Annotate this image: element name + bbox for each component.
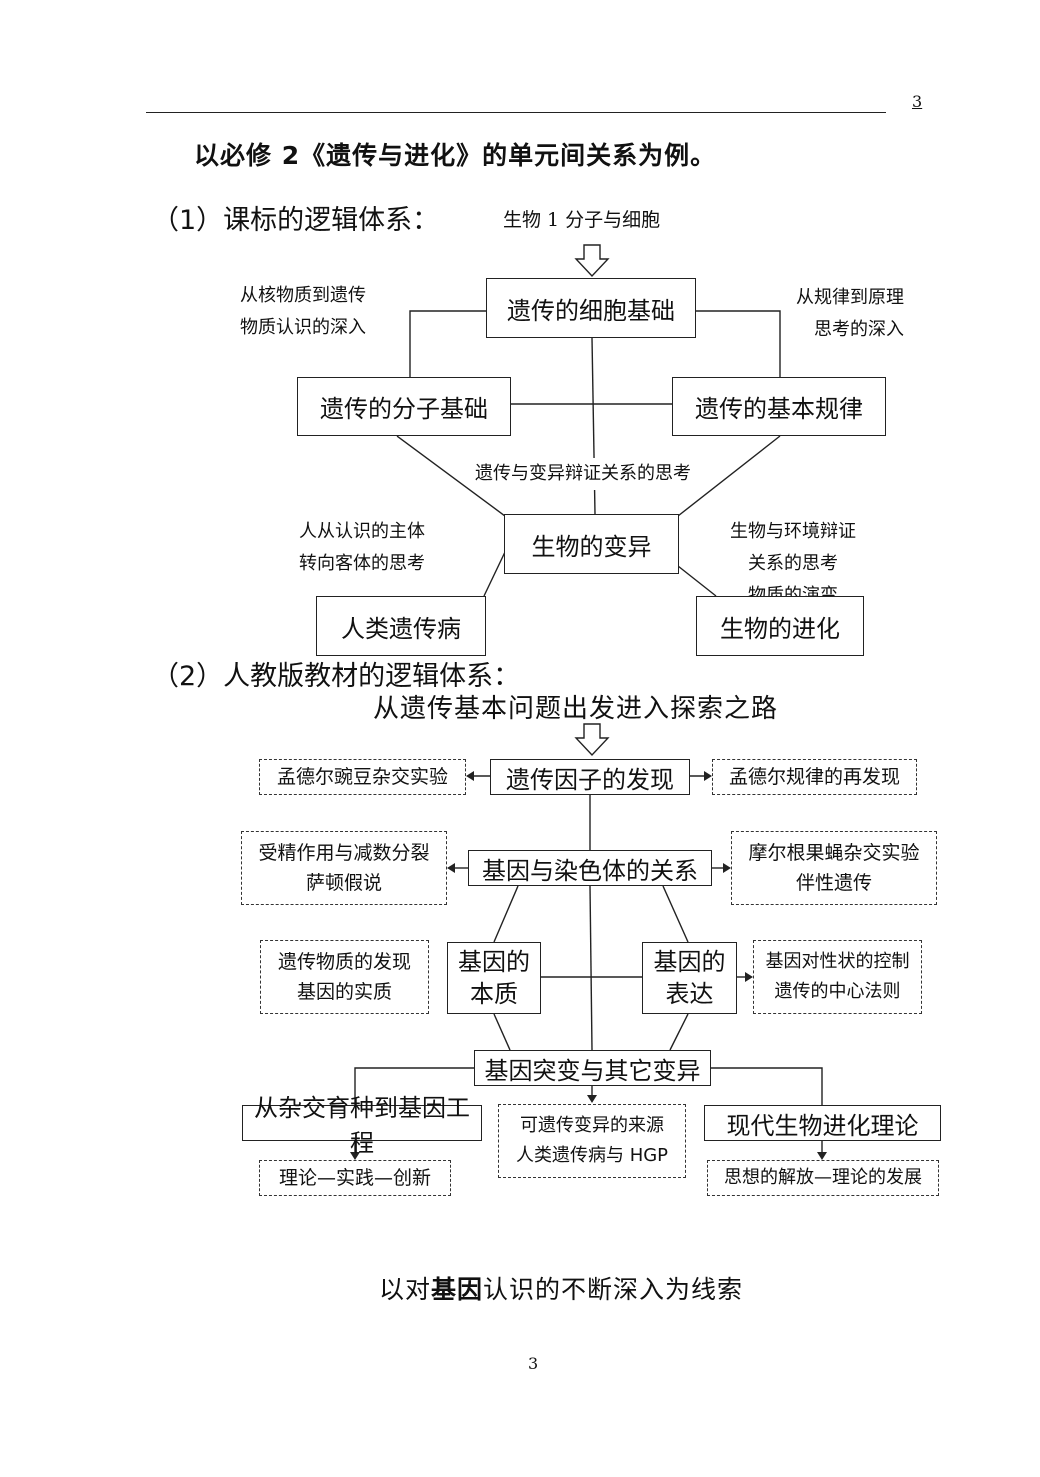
page-number-top: 3 [912,92,923,111]
node-evolution-theory: 现代生物进化理论 [704,1105,941,1141]
node-gene-chromosome: 基因与染色体的关系 [468,850,712,886]
node-mutation: 基因突变与其它变异 [474,1050,711,1086]
box-morgan: 摩尔根果蝇杂交实验 伴性遗传 [731,831,937,905]
conclusion-prefix: 以对 [379,1275,432,1304]
page-number-bottom: 3 [528,1354,539,1373]
conclusion-suffix: 认识的不断深入为线索 [483,1275,744,1304]
box-mendel-pea: 孟德尔豌豆杂交实验 [259,759,466,795]
node-variation: 生物的变异 [504,514,679,574]
node-gene-expression: 基因的 表达 [642,942,737,1014]
box-mendel-rediscovery: 孟德尔规律的再发现 [712,759,917,795]
box-genetic-material: 遗传物质的发现 基因的实质 [260,940,429,1014]
node-evolution: 生物的进化 [696,596,864,656]
section2-heading: （2）人教版教材的逻辑体系： [152,661,521,692]
annotation-left-bottom: 人从认识的主体 转向客体的思考 [299,521,425,574]
box-theory-practice: 理论—实践—创新 [259,1160,451,1196]
box-variation-source: 可遗传变异的来源 人类遗传病与 HGP [498,1104,686,1178]
node-basic-laws: 遗传的基本规律 [672,377,886,436]
node-breeding: 从杂交育种到基因工程 [242,1094,482,1157]
annotation-middle: 遗传与变异辩证关系的思考 [475,458,691,490]
node-factor-discovery: 遗传因子的发现 [490,759,690,795]
annotation-right-bottom: 生物与环境辩证 关系的思考 物质的演变 [730,521,856,596]
section1-heading: （1）课标的逻辑体系： [152,205,440,236]
header-rule [146,112,886,113]
section1-top-label: 生物 1 分子与细胞 [503,209,661,231]
node-molecular-basis: 遗传的分子基础 [297,377,511,436]
box-fertilization: 受精作用与减数分裂 萨顿假说 [241,831,447,905]
box-gene-control: 基因对性状的控制 遗传的中心法则 [753,940,922,1014]
section2-subtitle: 从遗传基本问题出发进入探索之路 [373,694,779,724]
annotation-left-top: 从核物质到遗传 物质认识的深入 [240,285,366,338]
conclusion-bold: 基因 [431,1275,484,1304]
annotation-right-top: 从规律到原理 思考的深入 [796,287,904,340]
node-cell-basis: 遗传的细胞基础 [486,278,696,338]
conclusion-line: 以对基因认识的不断深入为线索 [379,1270,743,1306]
node-gene-nature: 基因的 本质 [447,942,541,1014]
page-title: 以必修 2《遗传与进化》的单元间关系为例。 [194,141,717,170]
box-liberation: 思想的解放—理论的发展 [707,1160,939,1196]
node-human-disease: 人类遗传病 [316,596,486,656]
